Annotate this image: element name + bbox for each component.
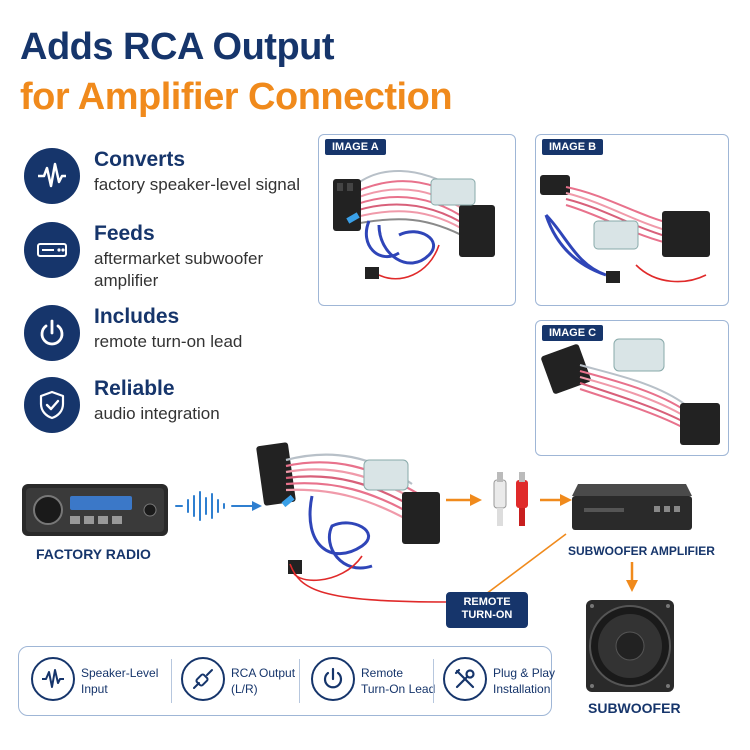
bar-item-line1: Remote — [361, 666, 404, 680]
feature-text: factory speaker-level signal — [94, 175, 300, 194]
feature-text: aftermarket subwoofer amplifier — [94, 249, 264, 290]
bar-item-line1: Speaker-Level — [81, 666, 159, 680]
feature-text: audio integration — [94, 404, 220, 423]
subwoofer-amplifier-illustration — [572, 484, 692, 530]
remote-wire-line — [289, 563, 447, 603]
remote-to-amp-line — [485, 533, 567, 595]
amplifier-icon — [24, 222, 80, 278]
bar-item-text: Remote Turn-On Lead — [361, 665, 441, 697]
waveform-icon — [24, 148, 80, 204]
bar-item-text: Plug & Play Installation — [493, 665, 557, 697]
shield-check-icon — [24, 377, 80, 433]
bar-item-line2: Installation — [493, 682, 551, 696]
bar-item-text: RCA Output (L/R) — [231, 665, 311, 697]
bar-item-text: Speaker-Level Input — [81, 665, 161, 697]
image-panel-a: IMAGE A — [318, 134, 516, 306]
bar-item-line2: Input — [81, 682, 108, 696]
harness-photo-b — [540, 175, 710, 283]
divider — [299, 659, 300, 703]
feature-heading: Converts — [94, 148, 186, 171]
tools-icon — [443, 657, 487, 701]
subwoofer-illustration — [586, 600, 674, 692]
subwoofer-amplifier-label: SUBWOOFER AMPLIFIER — [568, 544, 715, 558]
image-panel-c: IMAGE C — [535, 320, 729, 456]
feature-bar: Speaker-Level Input RCA Output (L/R) Rem… — [18, 646, 555, 716]
page-title-line2: for Amplifier Connection — [20, 76, 453, 118]
panel-tag: IMAGE C — [542, 325, 604, 341]
remote-label-line2: TURN-ON — [461, 609, 513, 621]
feature-includes: Includes remote turn-on lead — [24, 305, 314, 365]
arrow-to-subwoofer-icon — [626, 562, 638, 592]
harness-photo-a — [333, 170, 495, 280]
factory-radio-label: FACTORY RADIO — [36, 546, 151, 562]
signal-wave-icon — [175, 491, 262, 521]
bar-item-line2: Turn-On Lead — [361, 682, 436, 696]
remote-label-line1: REMOTE — [463, 596, 511, 608]
rca-plug-icon — [181, 657, 225, 701]
remote-turn-on-label: REMOTE TURN-ON — [446, 592, 528, 628]
feature-converts: Converts factory speaker-level signal — [24, 148, 314, 208]
rca-plugs-illustration — [493, 472, 528, 526]
bar-item-line1: RCA Output — [231, 666, 296, 680]
subwoofer-label: SUBWOOFER — [588, 700, 681, 716]
bar-item-line2: (L/R) — [231, 682, 258, 696]
feature-text: remote turn-on lead — [94, 332, 243, 351]
feature-heading: Includes — [94, 305, 180, 328]
arrow-to-rca-icon — [446, 494, 482, 506]
factory-radio-illustration — [22, 484, 168, 536]
arrow-to-amp-icon — [540, 494, 572, 506]
feature-reliable: Reliable audio integration — [24, 377, 314, 437]
divider — [171, 659, 172, 703]
panel-tag: IMAGE A — [325, 139, 386, 155]
power-icon — [24, 305, 80, 361]
divider — [433, 659, 434, 703]
harness-diagram-illustration — [256, 442, 440, 582]
image-panel-b: IMAGE B — [535, 134, 729, 306]
feature-heading: Reliable — [94, 377, 175, 400]
harness-photo-c — [541, 338, 720, 445]
power-icon — [311, 657, 355, 701]
page-title-line1: Adds RCA Output — [20, 26, 335, 68]
waveform-icon — [31, 657, 75, 701]
bar-item-line1: Plug & Play — [493, 666, 556, 680]
feature-heading: Feeds — [94, 222, 155, 245]
feature-feeds: Feeds aftermarket subwoofer amplifier — [24, 222, 314, 290]
panel-tag: IMAGE B — [542, 139, 604, 155]
